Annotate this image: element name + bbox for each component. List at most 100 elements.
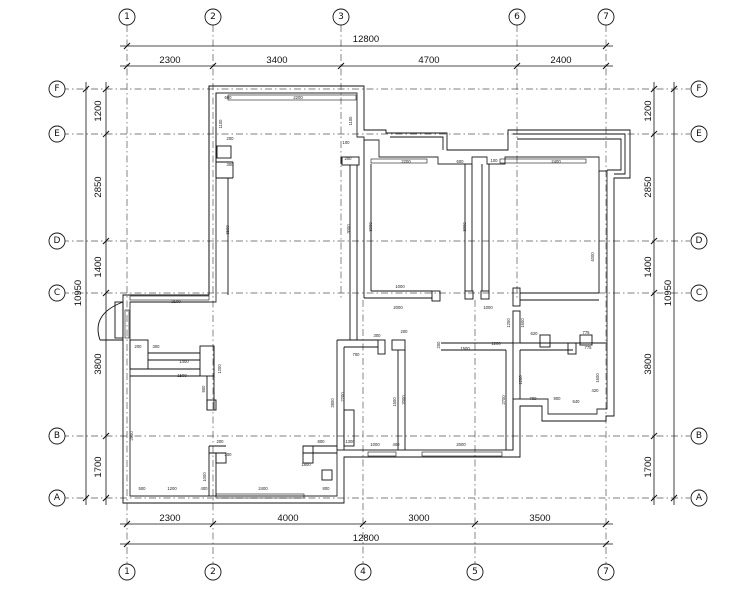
- dimension-value: 1400: [93, 256, 104, 277]
- dim-note: 1200: [518, 375, 523, 385]
- bottom-dimension-chain: 2300 4000 3000 3500 12800: [120, 513, 613, 548]
- axis-bubble: 1: [118, 8, 136, 26]
- axis-label: F: [696, 84, 701, 94]
- dimension-value: 4700: [418, 55, 439, 66]
- dim-note: 700: [353, 352, 361, 357]
- axis-bubble: F: [48, 80, 66, 98]
- dim-note: 1100: [348, 116, 353, 126]
- axis-bubble: B: [48, 427, 66, 445]
- dim-note: 2900: [129, 431, 134, 441]
- walls: [97, 85, 631, 504]
- dimension-total: 10950: [663, 280, 674, 306]
- dim-note: 200: [345, 156, 353, 161]
- dim-note: 300: [227, 162, 235, 167]
- dim-note: 3000: [462, 222, 467, 232]
- dim-note: 2200: [293, 95, 303, 100]
- axis-label: B: [696, 431, 702, 441]
- dimension-value: 2400: [550, 55, 571, 66]
- right-dimension-chain: 1200 2850 1400 3800 1700 10950: [643, 82, 678, 505]
- axis-label: E: [54, 129, 60, 139]
- dim-note: 3000: [368, 222, 373, 232]
- dimension-total: 10950: [73, 280, 84, 306]
- dimension-value: 3400: [266, 55, 287, 66]
- dimension-value: 4000: [277, 513, 298, 524]
- axis-bubble: 7: [597, 8, 615, 26]
- axis-label: 7: [603, 567, 609, 577]
- dim-note: 200: [135, 344, 143, 349]
- axis-bubble: 5: [466, 563, 484, 581]
- dim-note: 2400: [258, 486, 268, 491]
- dim-note: 2000: [401, 395, 406, 405]
- dim-note: 300: [225, 452, 233, 457]
- axis-label: 2: [210, 12, 216, 22]
- dimension-value: 2850: [93, 176, 104, 197]
- dim-note: 1500: [460, 346, 470, 351]
- dim-note: 600: [225, 95, 233, 100]
- axis-bubble: F: [690, 80, 708, 98]
- dim-note: 300: [374, 333, 382, 338]
- left-axis-bubbles: F E D C B A: [48, 80, 66, 507]
- dim-note: 1200: [217, 364, 222, 374]
- dimension-value: 1700: [93, 456, 104, 477]
- dim-note: 600: [457, 159, 465, 164]
- axis-bubble: B: [690, 427, 708, 445]
- dim-note: 2000: [456, 442, 466, 447]
- dim-note: 900: [201, 385, 206, 393]
- dim-note: 1000: [483, 305, 493, 310]
- dim-note: 775: [583, 330, 591, 335]
- dim-note: 2800: [330, 398, 335, 408]
- dim-note: 1000: [395, 284, 405, 289]
- dimension-value: 3000: [408, 513, 429, 524]
- dimension-value: 3500: [529, 513, 550, 524]
- axis-label: 7: [603, 12, 609, 22]
- dimension-value: 1200: [93, 100, 104, 121]
- axis-bubble: A: [690, 489, 708, 507]
- axis-bubble: 2: [204, 8, 222, 26]
- dim-note: 900: [554, 396, 562, 401]
- dim-note: 100: [343, 140, 351, 145]
- top-axis-bubbles: 1 2 3 6 7: [118, 8, 615, 26]
- axis-bubble: C: [48, 284, 66, 302]
- dim-note: 3500: [225, 225, 230, 235]
- dim-note: 100: [491, 158, 499, 163]
- axis-label: A: [696, 493, 703, 503]
- axis-bubble: 4: [354, 563, 372, 581]
- dimension-value: 2300: [159, 55, 180, 66]
- axis-label: E: [696, 129, 702, 139]
- dim-note: 1400: [179, 359, 189, 364]
- axis-bubble: E: [48, 125, 66, 143]
- axis-label: B: [54, 431, 60, 441]
- axis-label: A: [54, 493, 61, 503]
- axis-label: D: [696, 236, 703, 246]
- dim-note: 420: [592, 388, 600, 393]
- dim-note: 2400: [551, 159, 561, 164]
- dim-note: 500: [139, 486, 147, 491]
- axis-bubble: D: [690, 232, 708, 250]
- dim-note: 1200: [167, 486, 177, 491]
- axis-label: 1: [124, 12, 130, 22]
- axis-label: 6: [514, 12, 520, 22]
- dim-note: 800: [323, 486, 331, 491]
- axis-bubble: C: [690, 284, 708, 302]
- dimension-total: 12800: [353, 34, 379, 45]
- dim-note: 200: [401, 329, 409, 334]
- dimension-value: 3800: [93, 353, 104, 374]
- dim-note: 800: [318, 439, 326, 444]
- dim-note: 1500: [392, 397, 397, 407]
- dimension-value: 1700: [643, 456, 654, 477]
- dim-note: 700: [530, 396, 538, 401]
- axis-label: 4: [360, 567, 366, 577]
- dimension-value: 2850: [643, 176, 654, 197]
- dim-note: 640: [573, 399, 581, 404]
- dim-note: 2200: [401, 159, 411, 164]
- dim-note: 300: [153, 344, 161, 349]
- axis-label: F: [54, 84, 59, 94]
- axis-label: 5: [472, 567, 478, 577]
- axis-bubble: E: [690, 125, 708, 143]
- dim-note: 2100: [171, 299, 181, 304]
- axis-label: 2: [210, 567, 216, 577]
- dim-note: 400: [201, 486, 209, 491]
- axis-bubble: 2: [204, 563, 222, 581]
- dimension-value: 1200: [643, 100, 654, 121]
- dim-note: 1100: [218, 119, 223, 129]
